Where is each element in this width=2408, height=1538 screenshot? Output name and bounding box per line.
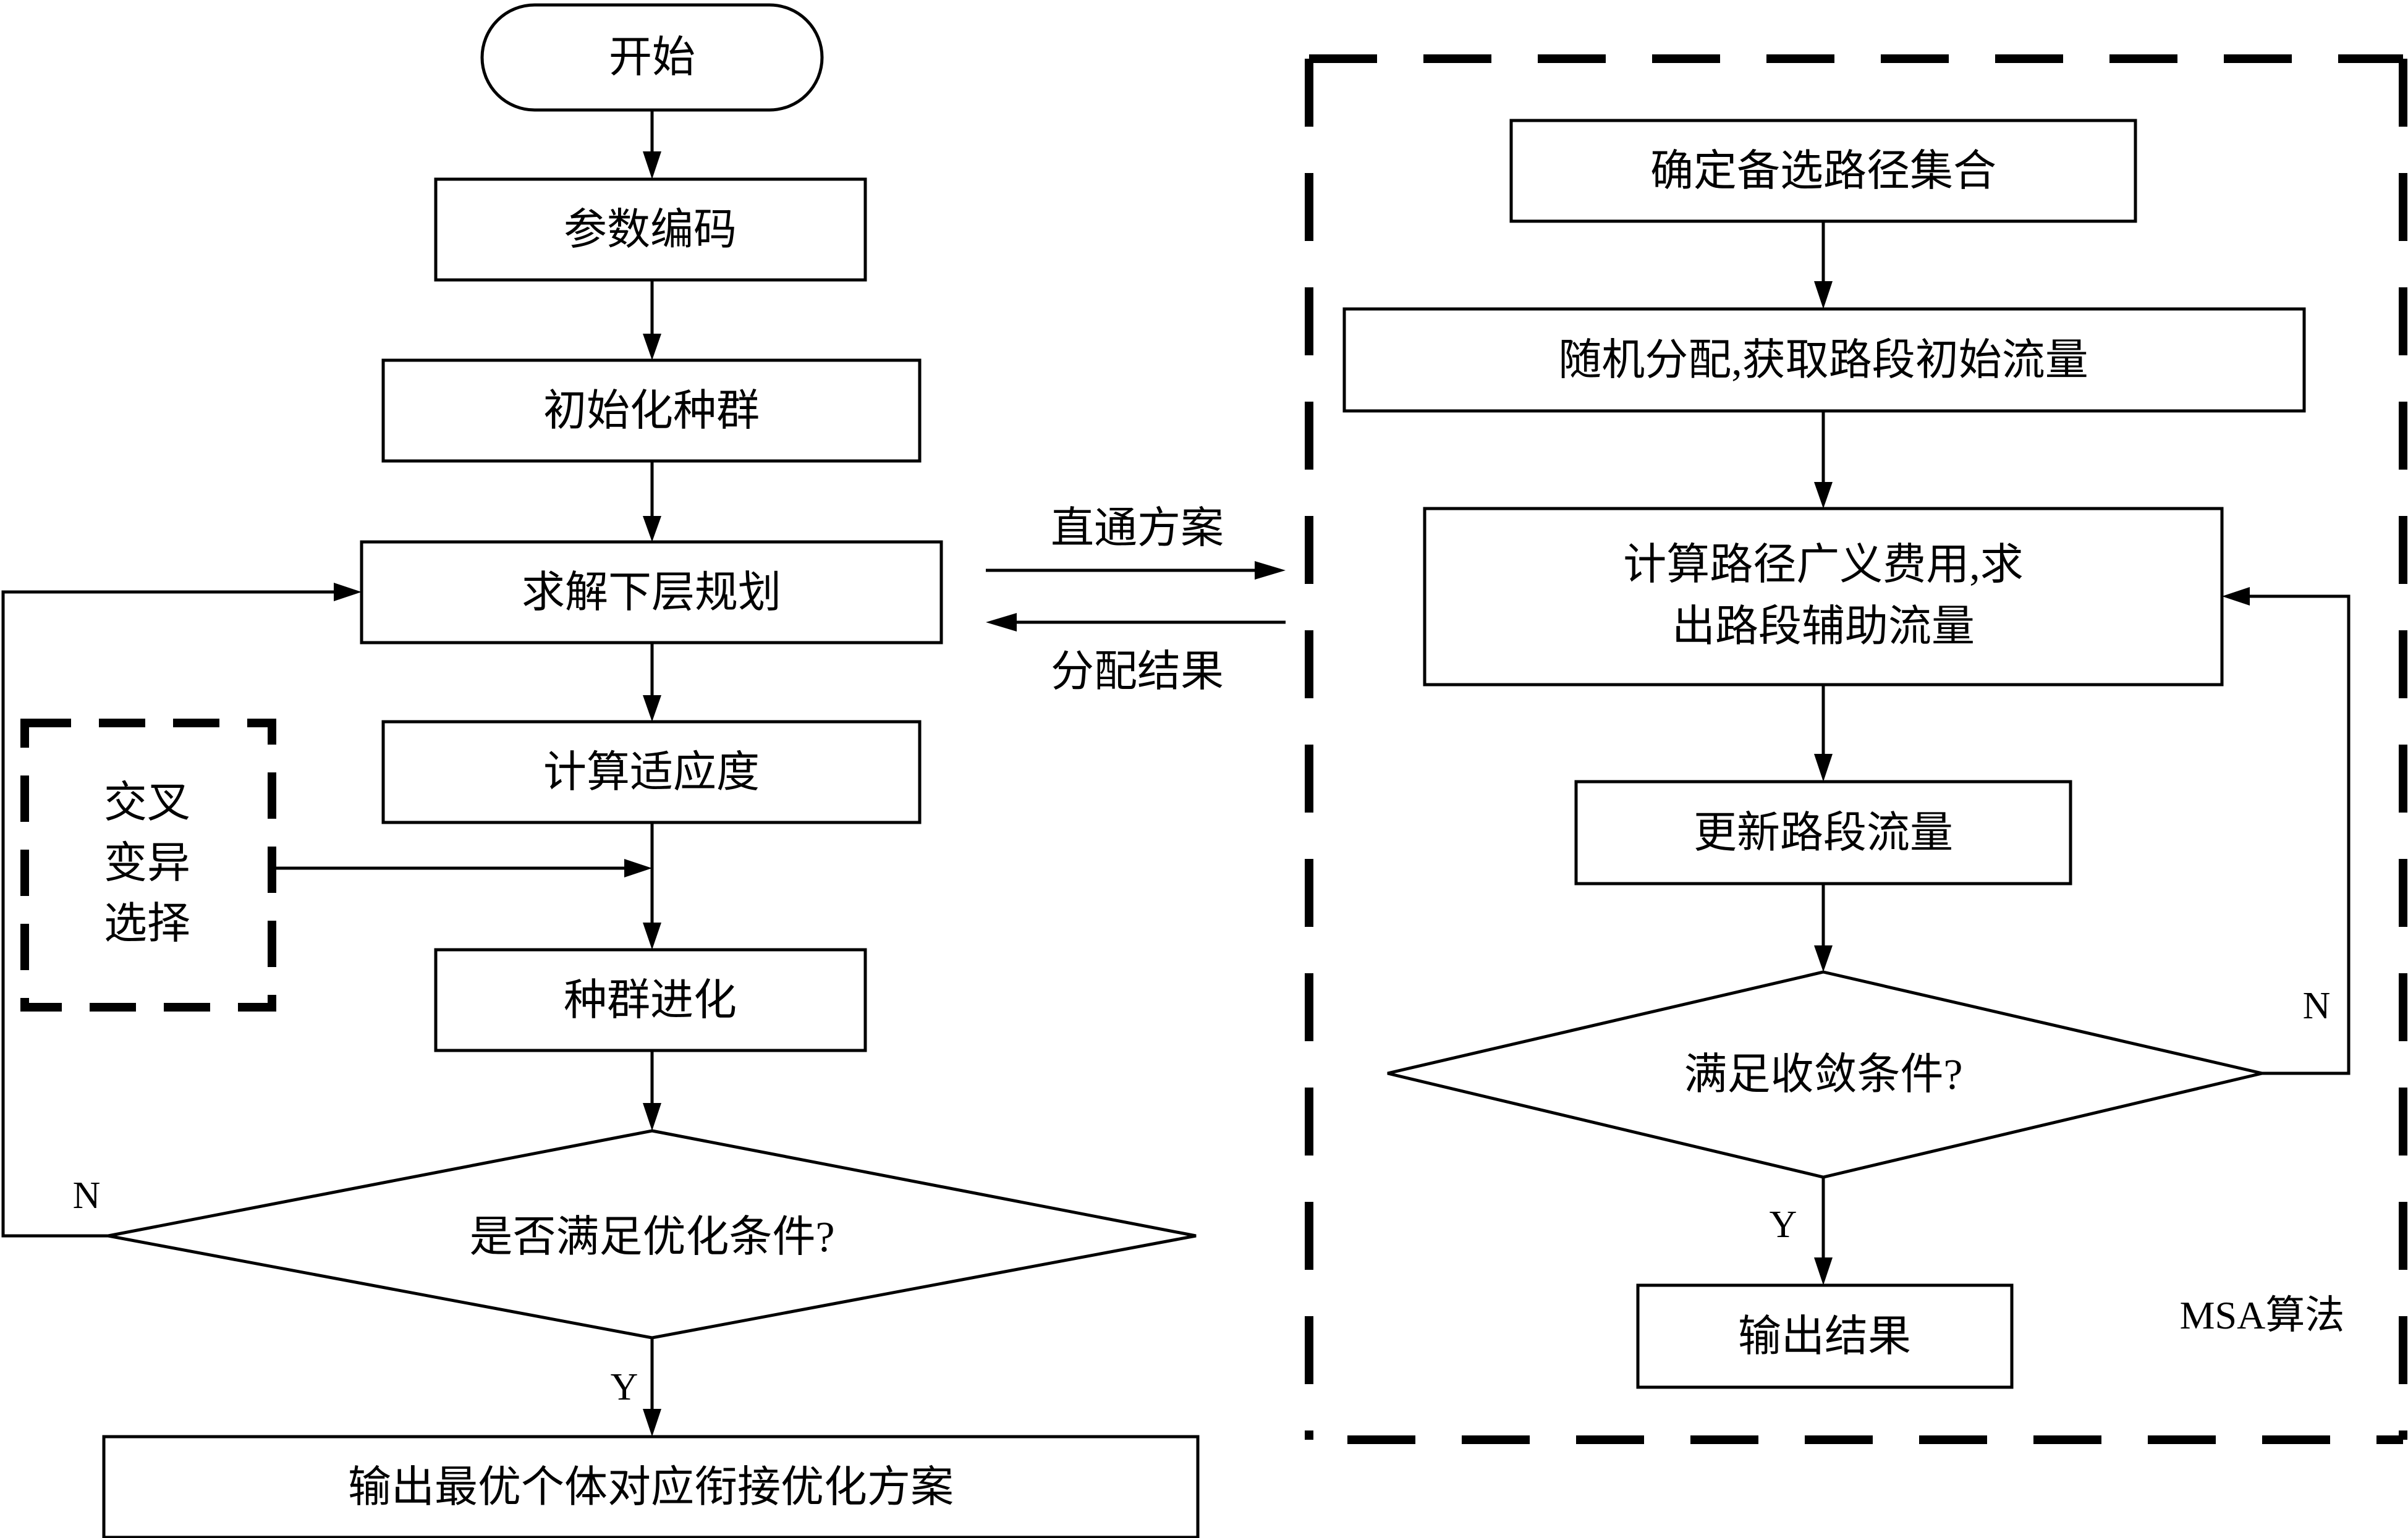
arrow-from-msa: 分配结果 (986, 613, 1286, 696)
genetic-ops-frame (20, 719, 276, 1012)
evolve-label: 种群进化 (564, 977, 737, 1025)
optimize-condition-node: 是否满足优化条件? (108, 1129, 1197, 1340)
random-assign-node: 随机分配,获取路段初始流量 (1342, 307, 2306, 413)
init-pop-node: 初始化种群 (381, 358, 922, 463)
arrow-random-cost (1814, 411, 1833, 509)
init-pop-label: 初始化种群 (543, 387, 760, 435)
arrow-ops-to-flow (272, 859, 652, 877)
ops-mutation: 变异 (104, 840, 190, 887)
left-no-label: N (73, 1175, 101, 1217)
candidate-paths-label: 确定备选路径集合 (1650, 148, 1996, 195)
left-yes-label: Y (611, 1366, 638, 1408)
random-assign-label: 随机分配,获取路段初始流量 (1558, 337, 2088, 384)
encode-node: 参数编码 (434, 177, 867, 282)
start-node: 开始 (480, 3, 824, 112)
msa-algorithm-label: MSA算法 (2180, 1293, 2345, 1337)
fitness-node: 计算适应度 (381, 720, 922, 824)
arrow-to-msa: 直通方案 (986, 505, 1286, 580)
arrow-convergence-output: Y (1770, 1177, 1833, 1285)
encode-label: 参数编码 (564, 206, 737, 254)
arrow-init-solve (643, 461, 661, 542)
solve-lower-node: 求解下层规划 (360, 540, 943, 644)
arrow-fitness-evolve (643, 822, 661, 950)
path-cost-line1: 计算路径广义费用,求 (1623, 541, 2024, 589)
loop-no-right: N (2222, 587, 2351, 1075)
loop-no-left: N (1, 583, 362, 1238)
arrow-solve-fitness (643, 643, 661, 722)
solve-lower-label: 求解下层规划 (522, 569, 781, 617)
from-msa-label: 分配结果 (1051, 648, 1224, 696)
arrow-candidate-random (1814, 221, 1833, 309)
left-output-label: 输出最优个体对应衔接优化方案 (348, 1464, 954, 1511)
right-yes-label: Y (1770, 1204, 1797, 1246)
fitness-label: 计算适应度 (543, 749, 760, 796)
start-label: 开始 (609, 34, 695, 82)
arrow-condition-output: Y (611, 1338, 661, 1437)
arrow-encode-init (643, 280, 661, 360)
ops-crossover: 交叉 (104, 779, 190, 827)
genetic-ops: 交叉 变异 选择 (104, 779, 190, 948)
update-flow-label: 更新路段流量 (1694, 809, 1953, 857)
evolve-node: 种群进化 (434, 948, 867, 1052)
msa-frame (1305, 54, 2407, 1444)
optimize-condition-label: 是否满足优化条件? (469, 1214, 834, 1261)
arrow-start-encode (643, 110, 661, 179)
right-output-label: 输出结果 (1738, 1313, 1911, 1361)
right-output-node: 输出结果 (1636, 1283, 2014, 1389)
path-cost-line2: 出路段辅助流量 (1672, 603, 1975, 651)
right-no-label: N (2303, 985, 2331, 1027)
arrow-evolve-condition (643, 1050, 661, 1131)
update-flow-node: 更新路段流量 (1574, 780, 2072, 885)
ops-selection: 选择 (104, 900, 190, 948)
convergence-node: 满足收敛条件? (1387, 970, 2263, 1179)
candidate-paths-node: 确定备选路径集合 (1509, 119, 2137, 223)
convergence-label: 满足收敛条件? (1684, 1051, 1962, 1099)
arrow-cost-update (1814, 685, 1833, 782)
to-msa-label: 直通方案 (1051, 505, 1224, 552)
arrow-update-convergence (1814, 884, 1833, 972)
left-output-node: 输出最优个体对应衔接优化方案 (102, 1435, 1200, 1538)
path-cost-node: 计算路径广义费用,求 出路段辅助流量 (1423, 507, 2224, 687)
